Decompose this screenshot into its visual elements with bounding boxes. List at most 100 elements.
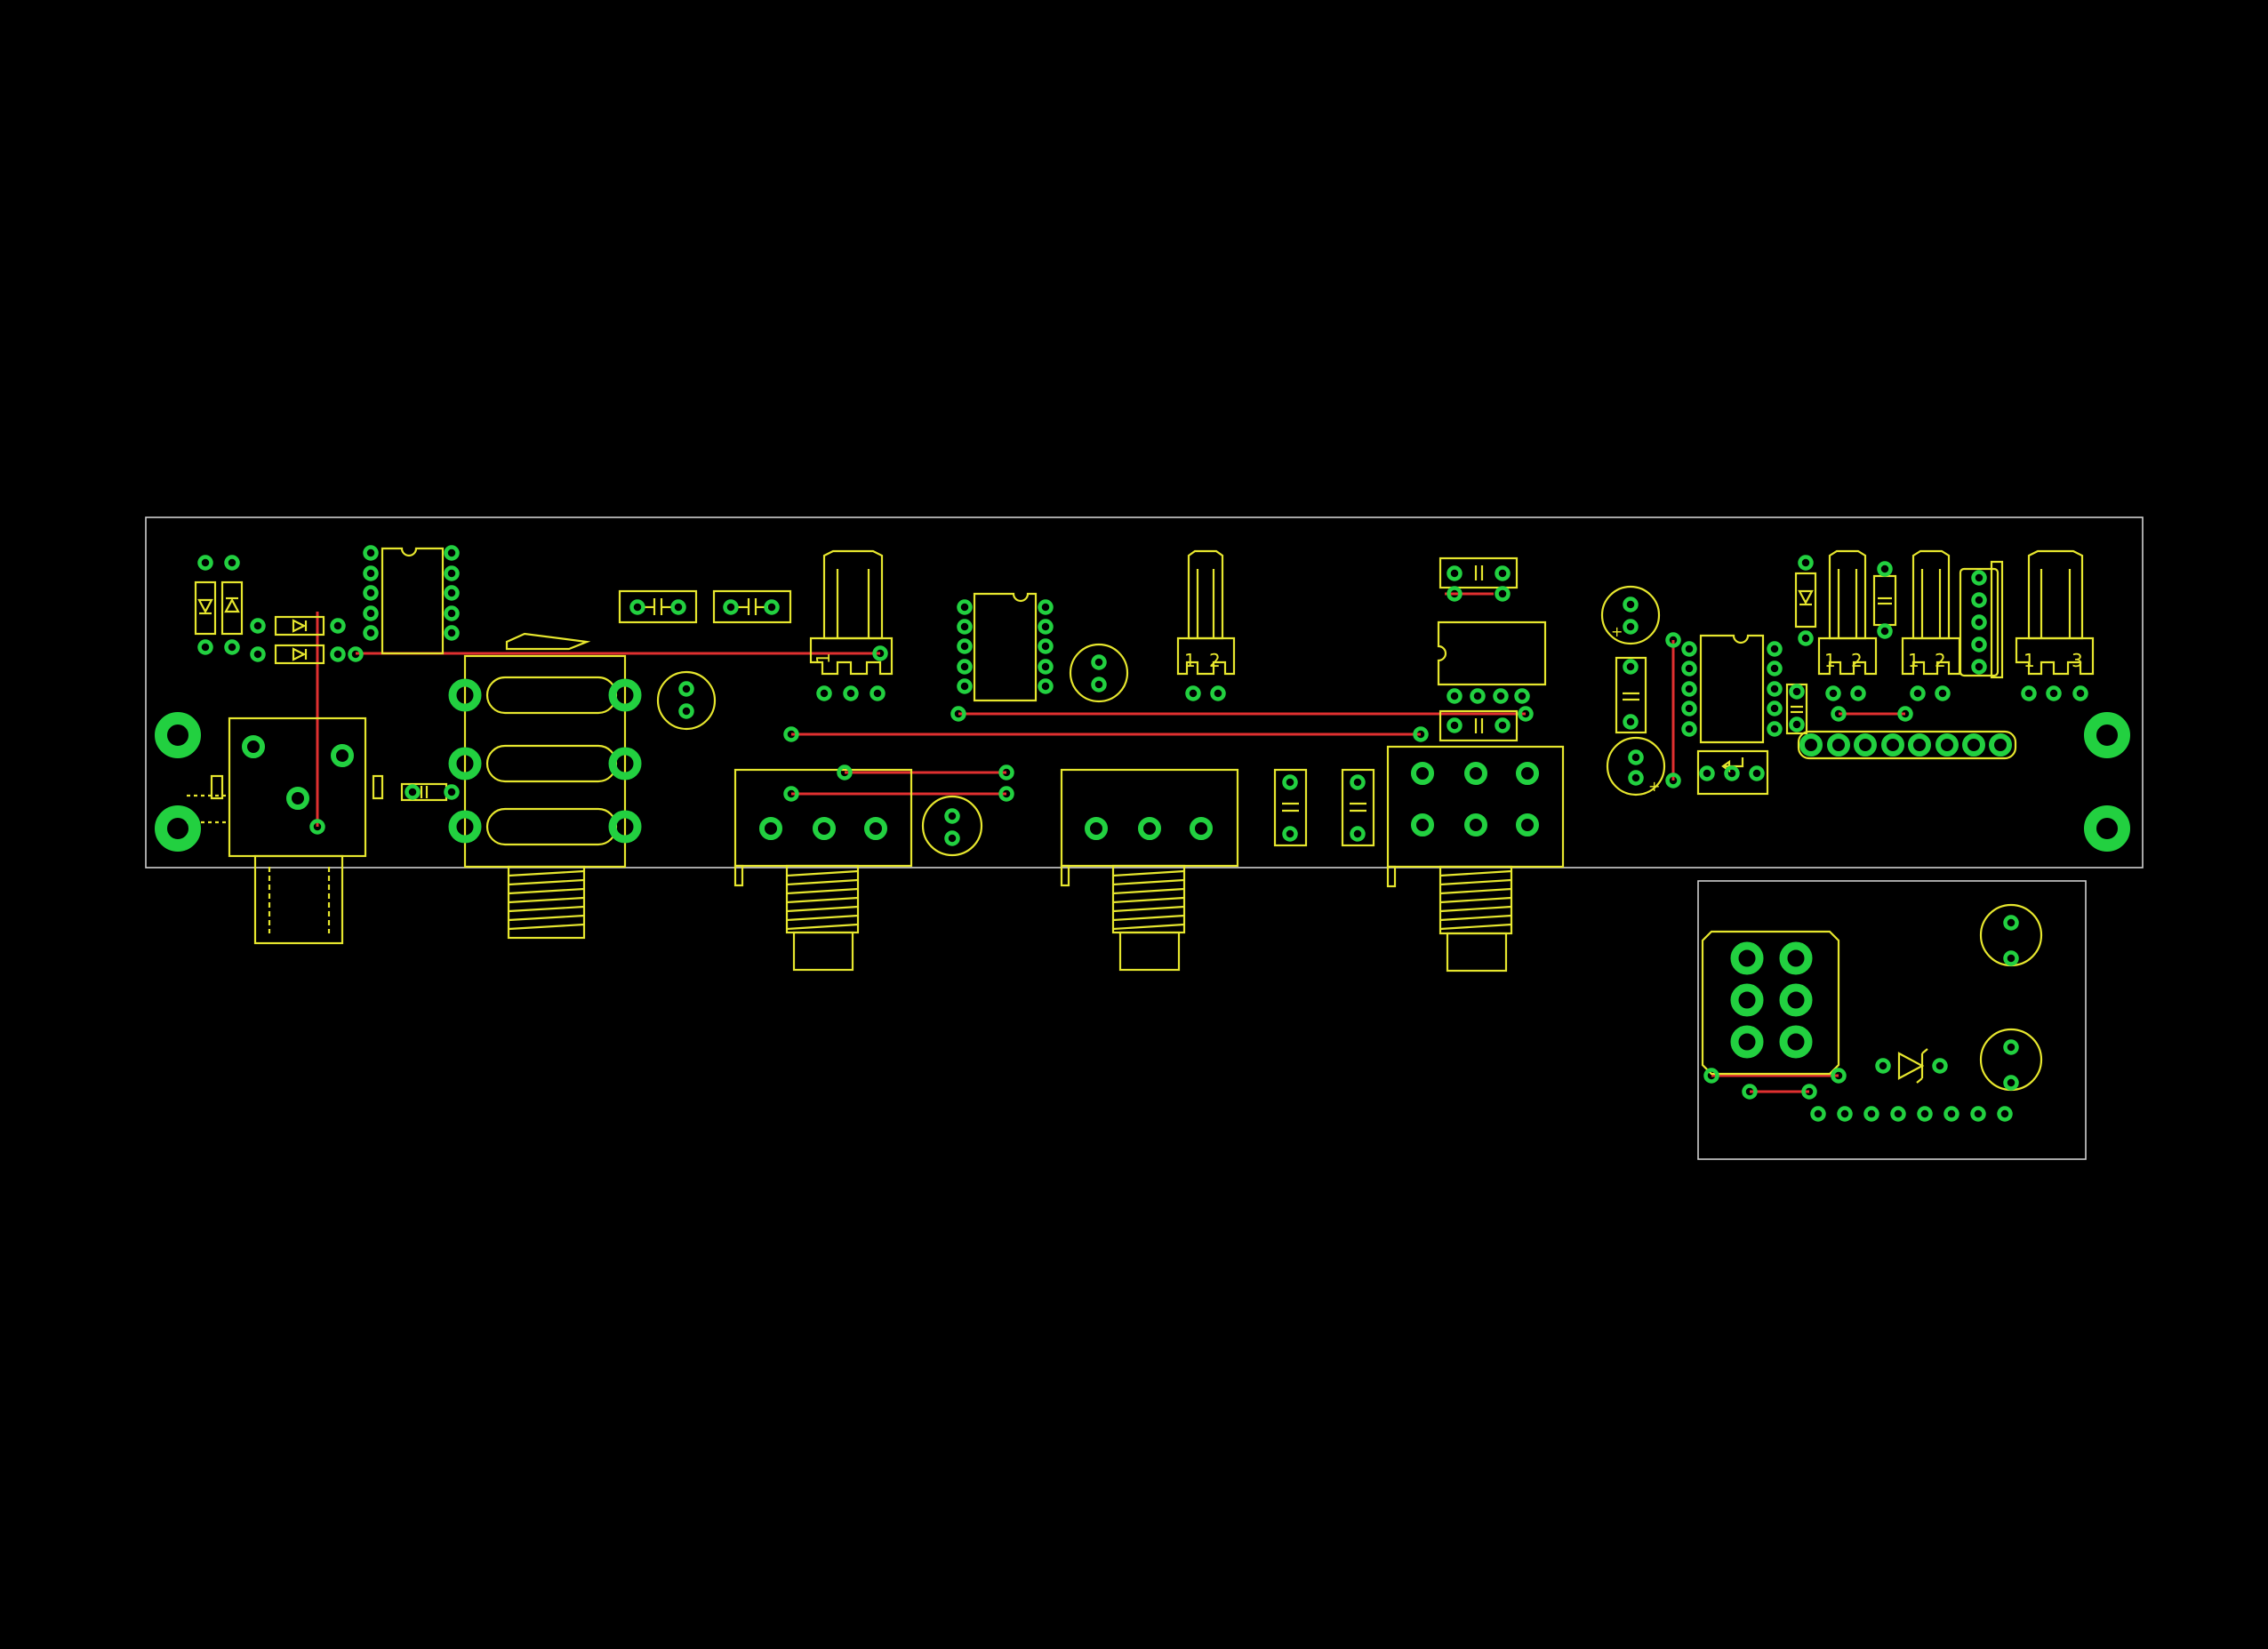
pad	[1350, 826, 1366, 842]
pad	[872, 645, 888, 661]
pad	[1623, 619, 1639, 635]
pad	[957, 619, 973, 635]
pad	[1091, 654, 1107, 670]
pot2-pin1-label: 1	[1184, 650, 1196, 671]
pad	[944, 808, 960, 824]
pad	[1681, 681, 1697, 697]
pad	[1971, 592, 1987, 608]
capacitor-c6	[1439, 556, 1519, 589]
pot4-pin2-label: 2	[1935, 650, 1946, 671]
capacitor-c7	[1439, 709, 1519, 742]
pad	[1850, 685, 1866, 701]
pad	[444, 605, 460, 621]
pad	[1749, 765, 1765, 781]
pad	[864, 817, 887, 840]
pad	[1282, 774, 1298, 790]
pad	[1877, 623, 1893, 639]
pad	[1730, 1025, 1764, 1059]
pad	[1038, 638, 1054, 654]
pad	[1971, 614, 1987, 630]
pad	[1282, 826, 1298, 842]
diode-d4	[274, 644, 325, 665]
pad	[1470, 688, 1486, 704]
pad	[1623, 659, 1639, 675]
ic1-outline	[381, 547, 445, 655]
electrolytic-cap-c8	[1600, 585, 1661, 645]
pad	[363, 565, 379, 581]
pad	[1917, 1106, 1933, 1122]
pad	[1447, 688, 1463, 704]
pad	[1514, 688, 1530, 704]
pad	[1730, 941, 1764, 975]
pot1-pin1-label: 1	[813, 652, 834, 664]
pad	[1997, 1106, 2013, 1122]
pad	[1932, 1058, 1948, 1074]
pot3-pin1-label: 1	[1824, 650, 1836, 671]
pin-header-main	[1797, 730, 2017, 760]
pot2-pin2-label: 2	[1209, 650, 1221, 671]
pad	[1799, 733, 1823, 756]
pad	[444, 784, 460, 800]
svg-text:+: +	[1648, 778, 1660, 795]
pad	[1703, 1068, 1719, 1084]
pot3-pin2-label: 2	[1851, 650, 1863, 671]
pad	[1767, 721, 1783, 737]
pads	[155, 545, 2130, 1122]
pad	[1628, 749, 1644, 765]
pad	[224, 639, 240, 655]
pad	[1447, 586, 1463, 602]
capacitor-c3	[712, 589, 792, 624]
pad	[197, 555, 213, 571]
ic3-outline	[1437, 620, 1547, 686]
pad	[1730, 983, 1764, 1017]
pot5-pin3-label: 3	[2072, 650, 2083, 671]
pad	[1185, 685, 1201, 701]
diode-d3	[274, 615, 325, 636]
pad	[670, 599, 686, 615]
pad	[1447, 565, 1463, 581]
capacitor-c5	[1341, 768, 1375, 847]
pad	[1971, 636, 1987, 652]
pad	[1411, 813, 1434, 837]
diode-d1	[194, 580, 217, 636]
pad	[448, 678, 482, 712]
pad	[837, 764, 853, 780]
pad	[1827, 733, 1850, 756]
pad	[1350, 774, 1366, 790]
pad	[1742, 1084, 1758, 1100]
svg-text:+: +	[1611, 623, 1623, 640]
pad	[1779, 1025, 1813, 1059]
pad	[1943, 1106, 1959, 1122]
pad	[1411, 762, 1434, 785]
pad	[1210, 685, 1226, 701]
pad	[1464, 813, 1487, 837]
pad	[678, 681, 694, 697]
capacitor-c2	[618, 589, 698, 624]
ic4-outline	[1699, 634, 1765, 744]
pad	[309, 819, 325, 835]
footswitch-3pdt	[1701, 930, 1840, 1076]
diode-d5	[1794, 572, 1817, 628]
pad	[250, 618, 266, 634]
pad	[1767, 700, 1783, 716]
pad	[1831, 706, 1847, 722]
pad	[242, 735, 265, 758]
pad	[1910, 685, 1926, 701]
pad	[608, 678, 642, 712]
pad	[448, 810, 482, 844]
pad	[1038, 619, 1054, 635]
pad	[1038, 599, 1054, 615]
pad	[998, 786, 1014, 802]
diode-d2	[220, 580, 244, 636]
capacitor-c4	[1273, 768, 1308, 847]
pad	[1190, 817, 1213, 840]
pad	[1681, 641, 1697, 657]
pad	[444, 625, 460, 641]
pad	[1970, 1106, 1986, 1122]
pad	[1825, 685, 1841, 701]
pot5-pin1-label: 1	[2024, 650, 2035, 671]
pad	[1935, 685, 1951, 701]
pad	[759, 817, 782, 840]
pad	[813, 817, 836, 840]
